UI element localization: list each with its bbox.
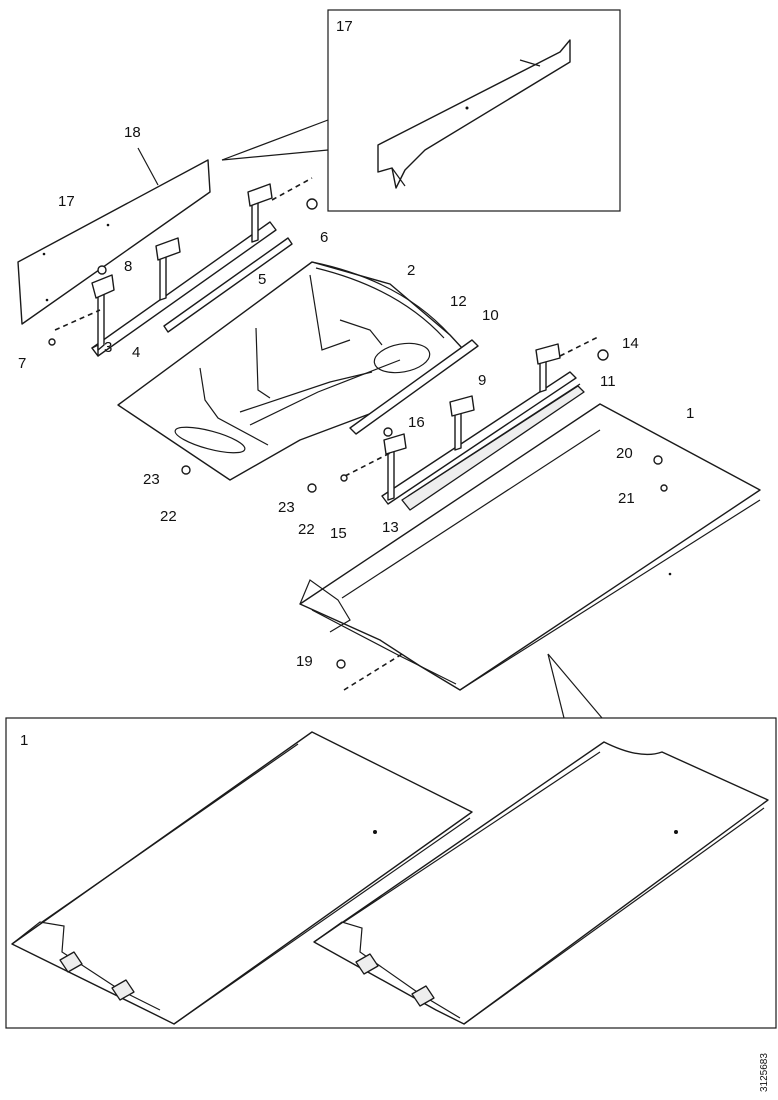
callout-4: 4 [132,344,140,361]
callout-5: 5 [258,271,266,288]
callout-17: 17 [58,193,75,210]
rail-bracket-3 [91,183,277,357]
callout-15: 15 [330,525,347,542]
callout-16: 16 [408,414,425,431]
callout-3: 3 [104,339,112,356]
callout-23: 23 [143,471,160,488]
callout-6: 6 [320,229,328,246]
callout-labels: 1 2 3 4 5 6 7 8 9 10 11 12 13 14 15 16 1… [18,124,694,670]
rail-bracket-9 [381,343,577,505]
floor-panel-variant-b [313,741,769,1025]
side-trim-panel-17 [17,159,211,325]
callout-1: 1 [686,405,694,422]
callout-22: 22 [160,508,177,525]
inset-label-17: 17 [336,18,353,35]
callout-13: 13 [382,519,399,536]
callout-10: 10 [482,307,499,324]
callout-7: 7 [18,355,26,372]
fasteners [48,198,668,669]
floor-panel-1 [299,403,761,691]
callout-9: 9 [478,372,486,389]
callout-14: 14 [622,335,639,352]
floor-panel-variant-a [11,731,473,1025]
inset-label-1: 1 [20,732,28,749]
detail-inset-part-1: 1 [5,653,777,1029]
callout-12: 12 [450,293,467,310]
rail-trim-17-detail [377,39,571,189]
callout-2: 2 [407,262,415,279]
rail-10 [349,339,479,435]
callout-21: 21 [618,490,635,507]
callout-20: 20 [616,445,633,462]
callout-8: 8 [124,258,132,275]
slide-rail-11 [401,383,585,511]
detail-inset-part-17: 17 [221,9,621,212]
drawing-number: 3125683 [759,1053,770,1092]
callout-11: 11 [600,373,616,390]
callout-19: 19 [296,653,313,670]
callout-18: 18 [124,124,141,141]
cross-bar-5 [163,237,293,333]
callout-22b: 22 [298,521,315,538]
callout-23b: 23 [278,499,295,516]
